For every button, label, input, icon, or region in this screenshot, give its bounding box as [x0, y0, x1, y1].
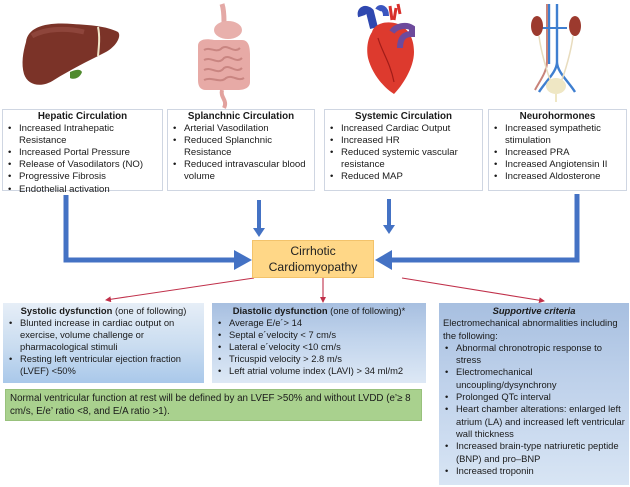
diastolic-qualifier: (one of following)*: [327, 305, 406, 316]
list-item: Increased HR: [328, 135, 479, 147]
list-item: Increased Aldosterone: [492, 171, 623, 183]
box-title: Neurohormones: [519, 111, 596, 122]
systolic-title: Systolic dysfunction: [20, 305, 113, 316]
diastolic-dysfunction-box: Diastolic dysfunction (one of following)…: [212, 303, 426, 383]
list-item: Increased sympathetic stimulation: [492, 123, 623, 147]
arrowhead-systemic: [383, 225, 395, 234]
kidneys-illustration: [527, 2, 587, 106]
arrow-to-systolic: [105, 277, 255, 303]
intestines-illustration: [190, 2, 254, 110]
arrowhead-splanchnic: [253, 228, 265, 237]
list-item: Heart chamber alterations: enlarged left…: [443, 403, 625, 440]
center-title-line2: Cardiomyopathy: [268, 259, 358, 274]
supportive-intro: Electromechanical abnormalities includin…: [443, 317, 618, 341]
bullet-list: Increased Intrahepatic Resistance Increa…: [6, 123, 159, 196]
list-item: Blunted increase in cardiac output on ex…: [7, 317, 200, 353]
arrow-neurohormones: [392, 194, 580, 263]
list-item: Reduced intravascular blood volume: [171, 159, 311, 183]
cirrhotic-cardiomyopathy-box: Cirrhotic Cardiomyopathy: [252, 240, 374, 278]
list-item: Progressive Fibrosis: [6, 171, 159, 183]
diastolic-title: Diastolic dysfunction: [232, 305, 328, 316]
list-item: Septal e´velocity < 7 cm/s: [216, 329, 422, 341]
list-item: Tricuspid velocity > 2.8 m/s: [216, 353, 422, 365]
liver-illustration: [18, 14, 124, 90]
box-title: Splanchnic Circulation: [187, 111, 295, 122]
bullet-list: Blunted increase in cardiac output on ex…: [7, 317, 200, 377]
supportive-title: Supportive criteria: [492, 305, 576, 316]
box-title: Hepatic Circulation: [37, 111, 128, 122]
list-item: Reduced Splanchnic Resistance: [171, 135, 311, 159]
neurohormones-box: Neurohormones Increased sympathetic stim…: [488, 109, 627, 191]
supportive-criteria-box: Supportive criteria Electromechanical ab…: [439, 303, 629, 485]
list-item: Increased troponin: [443, 465, 625, 478]
list-item: Endothelial activation: [6, 184, 159, 196]
bullet-list: Increased sympathetic stimulation Increa…: [492, 123, 623, 184]
bullet-list: Arterial Vasodilation Reduced Splanchnic…: [171, 123, 311, 183]
arrow-to-supportive: [401, 277, 545, 304]
arrowhead-neurohormones: [375, 250, 392, 270]
list-item: Prolonged QTc interval: [443, 391, 625, 404]
list-item: Lateral e´velocity <10 cm/s: [216, 341, 422, 353]
systemic-circulation-box: Systemic Circulation Increased Cardiac O…: [324, 109, 483, 191]
diastolic-header: Diastolic dysfunction (one of following)…: [216, 305, 422, 317]
splanchnic-circulation-box: Splanchnic Circulation Arterial Vasodila…: [167, 109, 315, 191]
list-item: Arterial Vasodilation: [171, 123, 311, 135]
list-item: Resting left ventricular ejection fracti…: [7, 353, 200, 377]
arrowhead-hepatic: [234, 250, 252, 270]
list-item: Electromechanical uncoupling/dysynchrony: [443, 366, 625, 391]
list-item: Increased brain-type natriuretic peptide…: [443, 440, 625, 465]
arrow-hepatic: [63, 195, 234, 263]
heart-illustration: [352, 2, 422, 98]
normal-function-note: Normal ventricular function at rest will…: [5, 389, 422, 421]
list-item: Increased Cardiac Output: [328, 123, 479, 135]
box-title: Systemic Circulation: [355, 111, 452, 122]
hepatic-circulation-box: Hepatic Circulation Increased Intrahepat…: [2, 109, 163, 196]
center-title-line1: Cirrhotic: [290, 244, 336, 258]
bullet-list: Increased Cardiac Output Increased HR Re…: [328, 123, 479, 184]
list-item: Average E/e´> 14: [216, 317, 422, 329]
list-item: Increased Portal Pressure: [6, 147, 159, 159]
list-item: Increased Intrahepatic Resistance: [6, 123, 159, 147]
list-item: Release of Vasodilators (NO): [6, 159, 159, 171]
systolic-qualifier: (one of following): [112, 305, 187, 316]
list-item: Increased Angiotensin II: [492, 159, 623, 171]
systolic-header: Systolic dysfunction (one of following): [7, 305, 200, 317]
systolic-dysfunction-box: Systolic dysfunction (one of following) …: [3, 303, 204, 383]
list-item: Abnormal chronotropic response to stress: [443, 342, 625, 367]
list-item: Increased PRA: [492, 147, 623, 159]
bullet-list: Abnormal chronotropic response to stress…: [443, 342, 625, 478]
list-item: Reduced MAP: [328, 171, 479, 183]
bullet-list: Average E/e´> 14 Septal e´velocity < 7 c…: [216, 317, 422, 377]
list-item: Left atrial volume index (LAVI) > 34 ml/…: [216, 365, 422, 377]
list-item: Reduced systemic vascular resistance: [328, 147, 479, 171]
